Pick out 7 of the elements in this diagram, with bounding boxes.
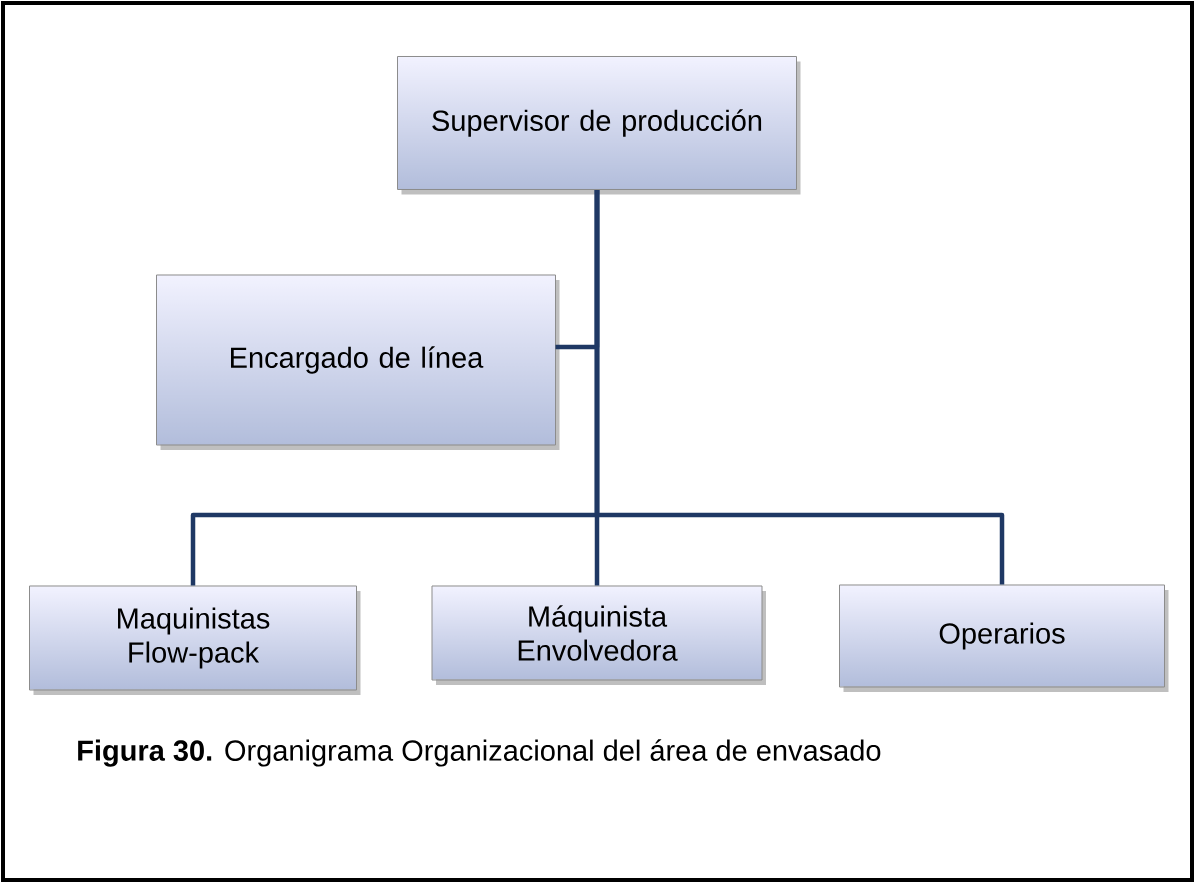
connector-line	[594, 190, 1005, 585]
figure-caption: Figura 30. Organigrama Organizacional del área de envasado	[78, 739, 881, 767]
org-box: Supervisor de producción	[397, 56, 801, 195]
org-box: Máquinista Envolvedora	[431, 585, 766, 685]
org-box: Encargado de línea	[156, 274, 560, 450]
org-box: Operarios	[839, 584, 1169, 692]
org-box: Maquinistas Flow-pack	[29, 585, 361, 695]
